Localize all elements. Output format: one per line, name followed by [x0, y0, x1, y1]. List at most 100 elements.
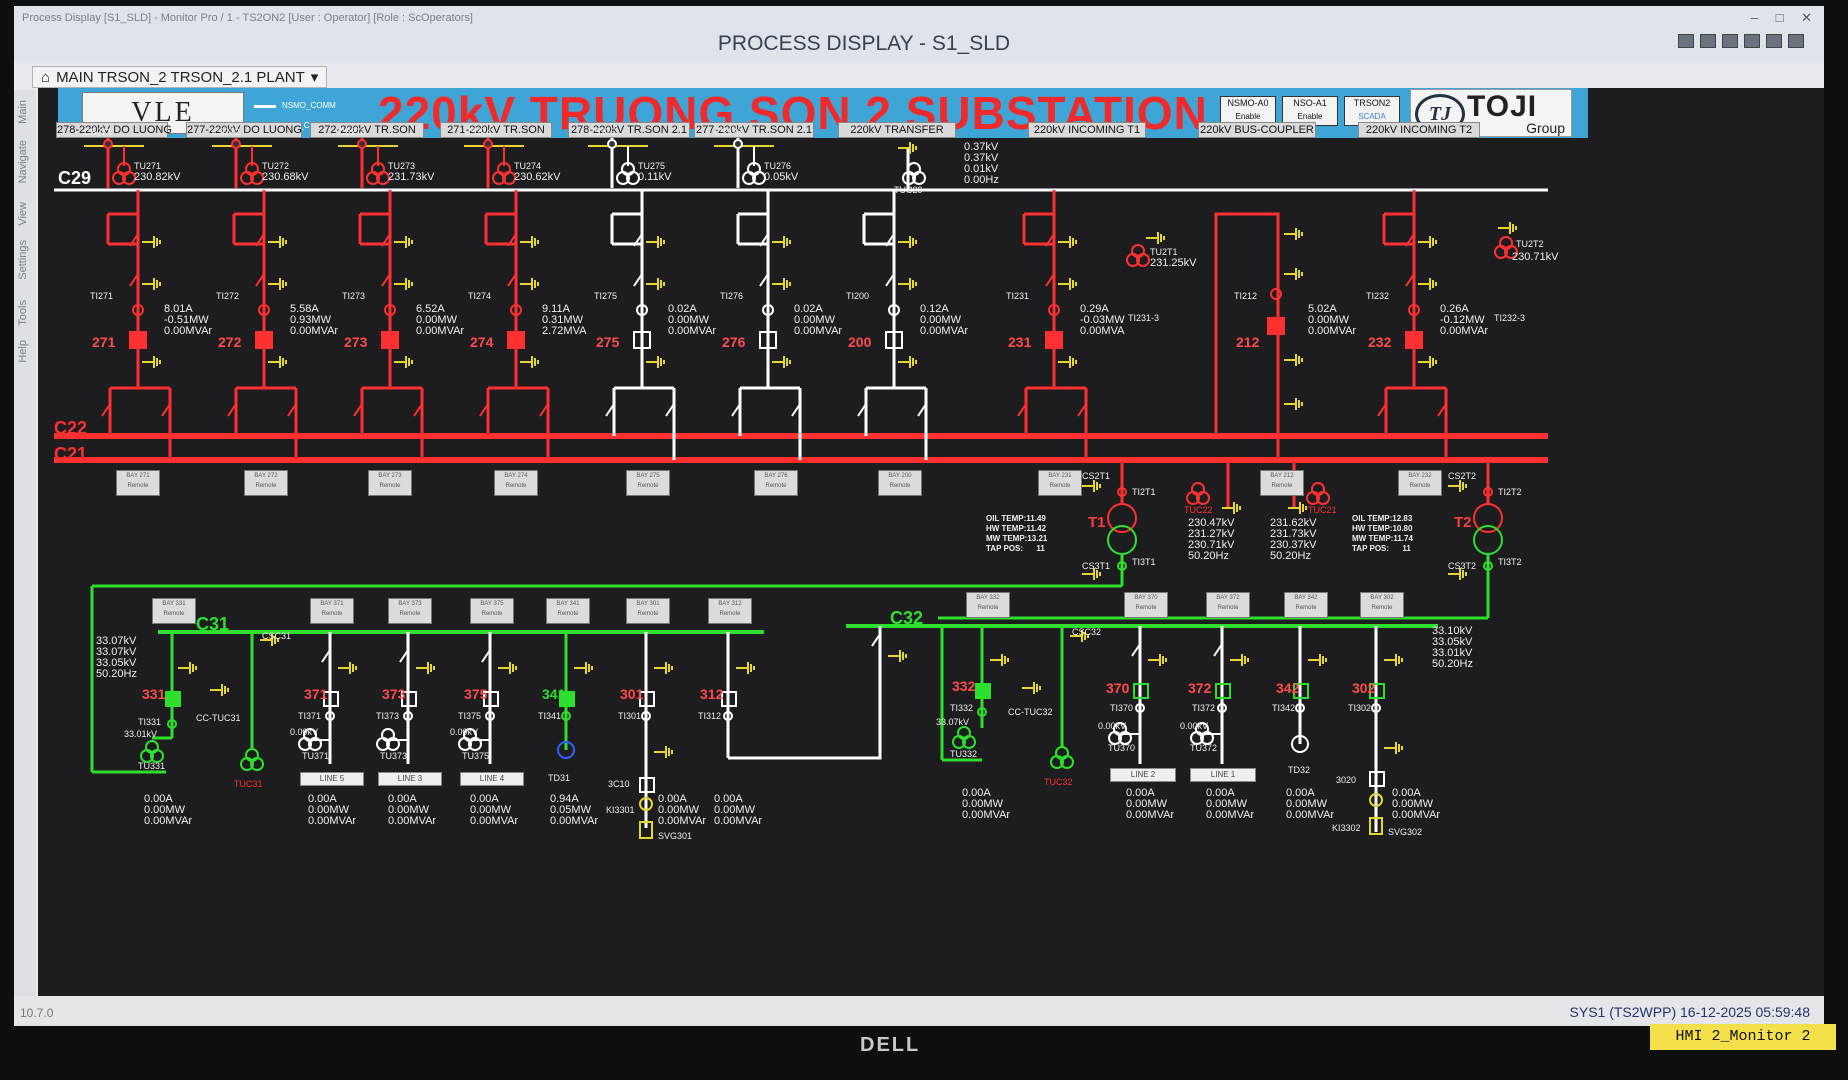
circuit-breaker-272[interactable] — [255, 331, 273, 349]
line3-button[interactable]: LINE 3 — [378, 772, 442, 786]
bay-number[interactable]: 312 — [700, 686, 724, 702]
layout-icon[interactable] — [1744, 34, 1760, 48]
circuit-breaker-273[interactable] — [381, 331, 399, 349]
feeder-label[interactable]: 278-220kV TR.SON 2.1 — [568, 122, 690, 138]
chevron-down-icon[interactable]: ▾ — [310, 69, 319, 86]
line5-button[interactable]: LINE 5 — [300, 772, 364, 786]
circuit-breaker-331[interactable] — [165, 691, 181, 707]
breadcrumb[interactable]: ⌂ MAIN TRSON_2 TRSON_2.1 PLANT ▾ — [32, 66, 328, 88]
rail-navigate[interactable]: Navigate — [17, 140, 29, 184]
bay-number[interactable]: 372 — [1188, 680, 1212, 696]
bay-number[interactable]: 301 — [620, 686, 644, 702]
minimize-icon[interactable]: – — [1750, 10, 1758, 25]
circuit-breaker-302[interactable] — [1369, 683, 1385, 699]
circuit-breaker-b373[interactable] — [401, 691, 417, 707]
feeder-label[interactable]: 220kV TRANSFER — [838, 122, 956, 138]
circuit-breaker-342[interactable] — [1293, 683, 1309, 699]
line4-button[interactable]: LINE 4 — [460, 772, 524, 786]
circuit-breaker-312[interactable] — [721, 691, 737, 707]
zoom-icon[interactable] — [1722, 34, 1738, 48]
print-icon[interactable] — [1678, 34, 1694, 48]
bay-number[interactable]: 274 — [470, 334, 494, 350]
rail-settings[interactable]: Settings — [17, 240, 29, 280]
bay-number[interactable]: 371 — [304, 686, 328, 702]
feeder-label[interactable]: 272-220kV TR.SON — [310, 122, 424, 138]
bay-number[interactable]: 331 — [142, 686, 166, 702]
switch-3c10[interactable] — [639, 777, 655, 793]
circuit-breaker-200[interactable] — [885, 331, 903, 349]
circuit-breaker-b371[interactable] — [323, 691, 339, 707]
feeder-label[interactable]: 220kV INCOMING T1 — [1028, 122, 1146, 138]
line2-button[interactable]: LINE 2 — [1110, 768, 1176, 782]
bay-number[interactable]: 276 — [722, 334, 746, 350]
bay-number[interactable]: 273 — [344, 334, 368, 350]
bay-number[interactable]: 375 — [464, 686, 488, 702]
rail-help[interactable]: Help — [17, 340, 29, 363]
breadcrumb-text[interactable]: MAIN TRSON_2 TRSON_2.1 PLANT — [56, 68, 305, 86]
circuit-breaker-276[interactable] — [759, 331, 777, 349]
feeder-label[interactable]: 277-220kV DO LUONG — [186, 122, 302, 138]
save-icon[interactable] — [1700, 34, 1716, 48]
bay-number[interactable]: 302 — [1352, 680, 1376, 696]
bay-number[interactable]: 232 — [1368, 334, 1392, 350]
bay-number[interactable]: 212 — [1236, 334, 1260, 350]
feeder-label[interactable]: 220kV INCOMING T2 — [1358, 122, 1480, 138]
rail-main[interactable]: Main — [17, 100, 29, 124]
bay-number[interactable]: 200 — [848, 334, 872, 350]
circuit-breaker-212[interactable] — [1267, 317, 1285, 335]
maximize-icon[interactable]: □ — [1775, 10, 1784, 25]
bay-number[interactable]: 373 — [382, 686, 406, 702]
circuit-breaker-b370[interactable] — [1133, 683, 1149, 699]
circuit-breaker-b372[interactable] — [1215, 683, 1231, 699]
circuit-breaker-274[interactable] — [507, 331, 525, 349]
switch-3020[interactable] — [1369, 771, 1385, 787]
feeder-label[interactable]: 277-220kV TR.SON 2.1 — [694, 122, 814, 138]
feeder-label[interactable]: 271-220kV TR.SON — [440, 122, 552, 138]
circuit-breaker-271[interactable] — [129, 331, 147, 349]
circuit-breaker-301[interactable] — [639, 691, 655, 707]
circuit-breaker-231[interactable] — [1045, 331, 1063, 349]
bay-number[interactable]: 332 — [952, 678, 976, 694]
feeder-label[interactable]: 278-220kV DO LUONG — [56, 122, 172, 138]
bay-number[interactable]: 275 — [596, 334, 620, 350]
rail-view[interactable]: View — [17, 202, 29, 226]
bay-number[interactable]: 272 — [218, 334, 242, 350]
circuit-breaker-232[interactable] — [1405, 331, 1423, 349]
bay-number[interactable]: 341 — [542, 686, 566, 702]
home-icon[interactable]: ⌂ — [41, 68, 51, 86]
circuit-breaker-341[interactable] — [559, 691, 575, 707]
alarm-icon[interactable] — [1766, 34, 1782, 48]
close-icon[interactable]: ✕ — [1801, 10, 1812, 25]
circuit-breaker-b375[interactable] — [483, 691, 499, 707]
rail-tools[interactable]: Tools — [17, 300, 29, 326]
circuit-breaker-275[interactable] — [633, 331, 651, 349]
circuit-breaker-332[interactable] — [975, 683, 991, 699]
bay-number[interactable]: 342 — [1276, 680, 1300, 696]
bay-number[interactable]: 370 — [1106, 680, 1130, 696]
user-icon[interactable] — [1788, 34, 1804, 48]
bay-number[interactable]: 231 — [1008, 334, 1032, 350]
